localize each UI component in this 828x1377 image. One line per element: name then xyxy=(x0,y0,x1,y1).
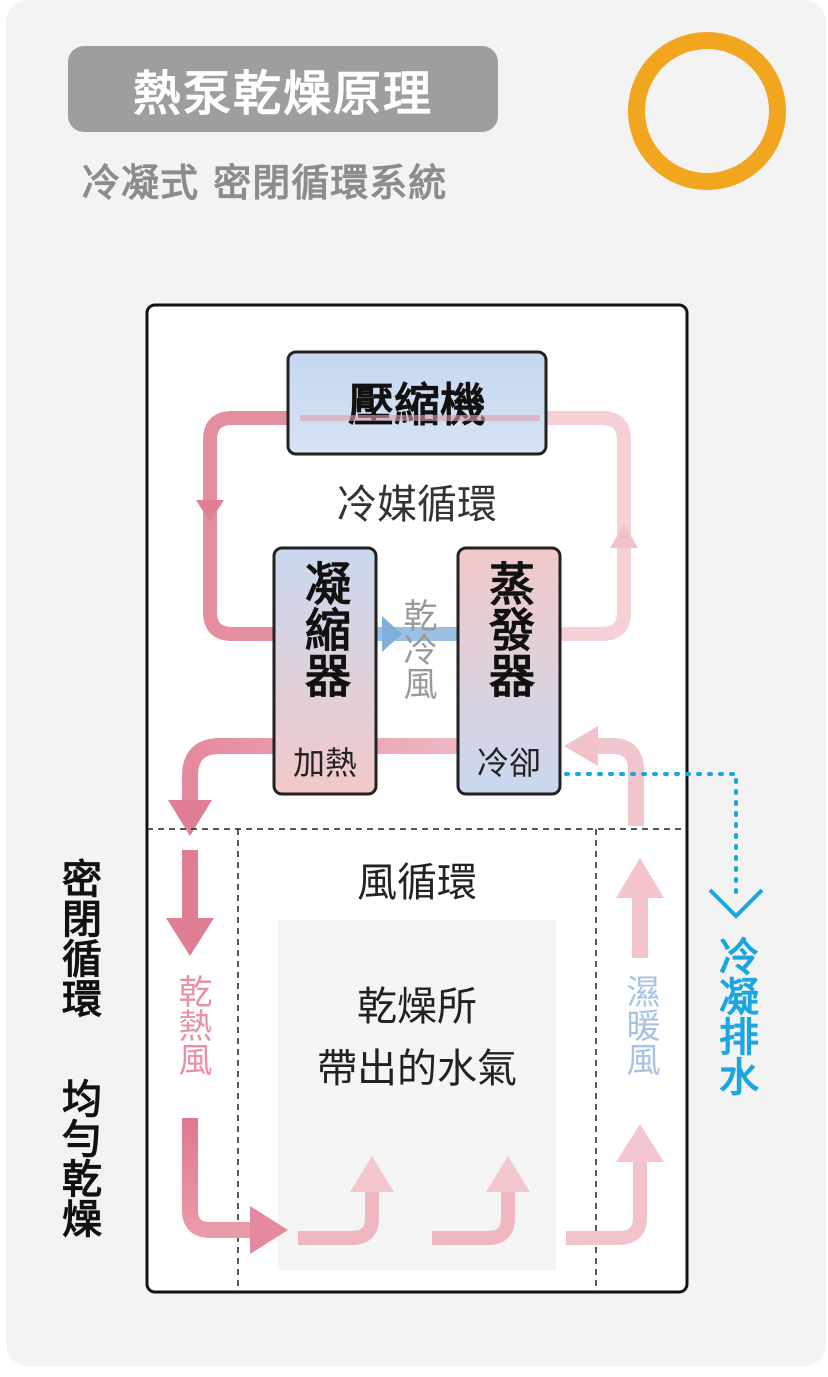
arrow-up-icon-3 xyxy=(486,1156,530,1192)
arrow-up-icon-2 xyxy=(350,1156,394,1192)
arrow-right-icon xyxy=(382,616,402,652)
page-subtitle: 冷凝式 密閉循環系統 xyxy=(82,161,448,205)
side-label-even-drying: 均勻乾燥 xyxy=(55,1078,101,1238)
arrow-right-icon-2 xyxy=(250,1206,288,1254)
dry-hot-air-pipe-bottom xyxy=(182,1118,252,1238)
arrow-down-icon-3 xyxy=(166,918,214,956)
moisture-line-1: 乾燥所 xyxy=(357,984,477,1030)
dry-hot-air-label: 乾熱風 xyxy=(172,974,212,1076)
humid-warm-air-fo: 濕暖風 xyxy=(620,974,660,1076)
dry-hot-air-fo: 乾熱風 xyxy=(172,974,212,1076)
condenser-role: 加熱 xyxy=(293,744,357,782)
evaporator-label-fo: 蒸發器 xyxy=(482,560,536,698)
evaporator-box xyxy=(456,546,562,796)
arrow-up-icon-4 xyxy=(616,1124,664,1162)
side-label-2-fo: 均勻乾燥 xyxy=(55,1078,101,1238)
condensate-drain-fo: 冷凝排水 xyxy=(712,936,758,1096)
condensate-drain-label: 冷凝排水 xyxy=(712,936,758,1096)
dry-cold-air-fo: 乾冷風 xyxy=(397,598,437,700)
compressor-label: 壓縮機 xyxy=(348,378,486,432)
arrow-left-icon xyxy=(564,726,598,766)
refrigerant-pipe-left xyxy=(203,411,307,641)
side-label-closed-loop: 密閉循環 xyxy=(55,858,101,1018)
refrigerant-loop-label: 冷媒循環 xyxy=(337,482,497,528)
rise-flow-1 xyxy=(298,1190,379,1245)
moisture-line-2: 帶出的水氣 xyxy=(317,1046,517,1092)
condensate-dotted-line xyxy=(564,772,738,894)
side-label-1-fo: 密閉循環 xyxy=(55,858,101,1018)
arrow-up-icon-5 xyxy=(616,858,664,898)
evaporator-role: 冷卻 xyxy=(477,744,541,782)
dry-cold-air-label: 乾冷風 xyxy=(397,598,437,700)
title-badge: 熱泵乾燥原理 xyxy=(68,46,498,132)
condenser-vertical-label: 凝縮器 xyxy=(298,560,352,698)
compressor-box xyxy=(286,350,548,456)
air-loop-label: 風循環 xyxy=(357,860,477,906)
return-air-pipe xyxy=(592,738,644,826)
condenser-box xyxy=(272,546,378,796)
rise-flow-3 xyxy=(566,1160,647,1245)
arrow-up-icon xyxy=(610,524,638,548)
hot-air-pipe xyxy=(182,738,560,800)
chevron-down-icon xyxy=(708,888,764,919)
arrow-down-icon xyxy=(196,500,224,522)
arrow-down-icon-2 xyxy=(168,800,212,836)
condenser-label-fo: 凝縮器 xyxy=(298,560,352,698)
page-title: 熱泵乾燥原理 xyxy=(132,66,433,122)
evaporator-vertical-label: 蒸發器 xyxy=(482,560,536,698)
humid-warm-air-label: 濕暖風 xyxy=(620,974,660,1076)
rise-flow-2 xyxy=(432,1190,515,1245)
